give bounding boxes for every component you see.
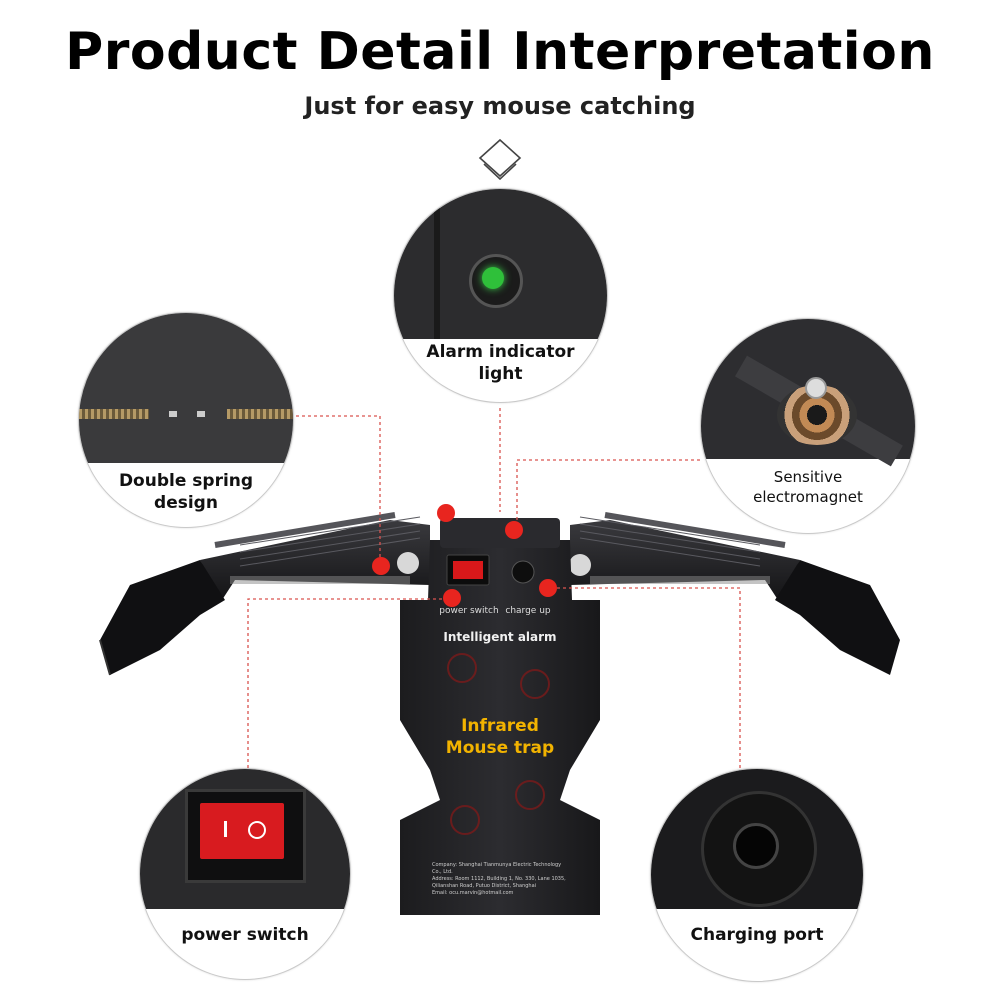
callout-label: Charging port — [651, 924, 863, 946]
callout-power-switch: power switch — [139, 768, 351, 980]
trap-body — [400, 540, 600, 915]
right-lid — [569, 512, 900, 675]
spring-left — [79, 409, 149, 419]
callout-alarm-light: Alarm indicator light — [393, 188, 608, 403]
callout-electromagnet: Sensitive electromagnet — [700, 318, 916, 534]
company-line: Company: Shanghai Tianmunya Electric Tec… — [432, 862, 562, 875]
page-subtitle: Just for easy mouse catching — [304, 92, 696, 120]
page-title: Product Detail Interpretation — [65, 22, 935, 82]
product-name-line2: Mouse trap — [445, 738, 555, 758]
callout-label: Sensitive electromagnet — [701, 467, 915, 507]
switch-rocker-icon — [200, 803, 284, 859]
callout-label: Alarm indicator light — [394, 341, 607, 385]
callout-charging-port: Charging port — [650, 768, 864, 982]
charging-port-icon — [733, 823, 779, 869]
callout-double-spring: Double spring design — [78, 312, 294, 528]
company-info: Company: Shanghai Tianmunya Electric Tec… — [432, 862, 572, 897]
spring-right — [227, 409, 293, 419]
email-line: Email: ocu.marvin@hotmail.com — [432, 890, 514, 896]
green-light-icon — [482, 267, 504, 289]
left-lid — [99, 512, 430, 676]
callout-label: Double spring design — [79, 470, 293, 514]
callout-label: power switch — [140, 924, 350, 946]
product-name-line1: Infrared — [461, 716, 539, 736]
red-markers — [372, 504, 557, 607]
address-line: Address: Room 1112, Building 1, No. 330,… — [432, 876, 566, 889]
diamond-arrow-icon — [478, 138, 522, 180]
switch-label: power switch — [439, 606, 499, 616]
charge-label: charge up — [505, 606, 551, 616]
alarm-text: Intelligent alarm — [443, 630, 557, 644]
